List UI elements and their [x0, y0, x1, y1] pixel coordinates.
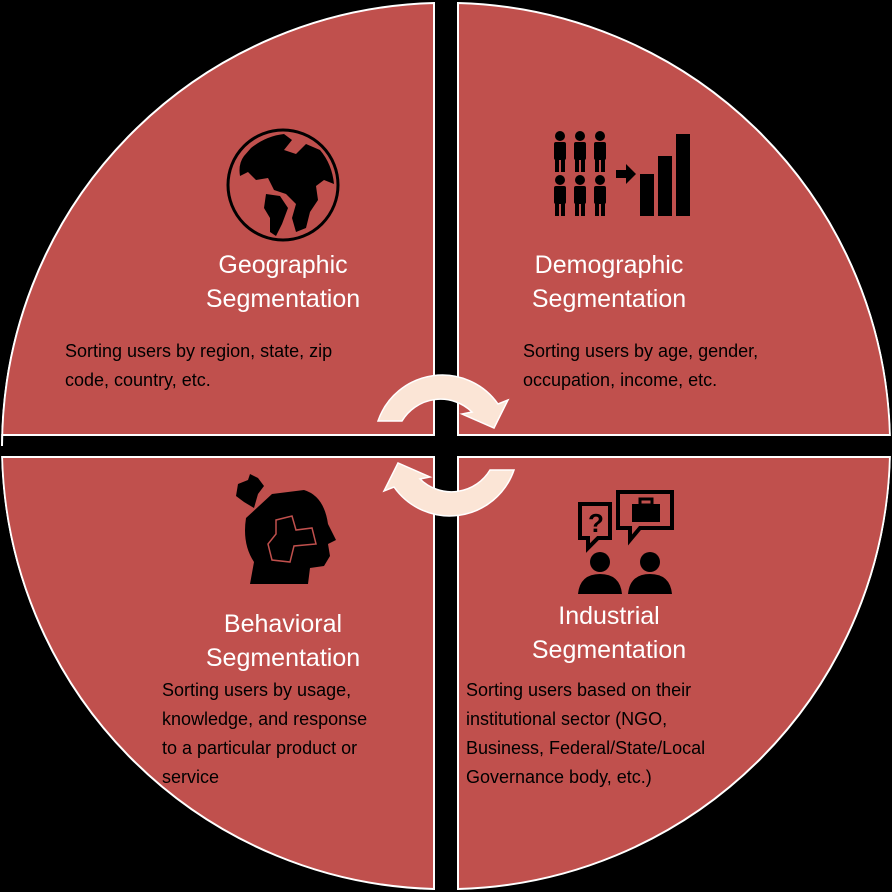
cycle-arrows-icon	[376, 374, 516, 517]
people-bar-chart-icon	[554, 131, 690, 216]
behavioral-title: Behavioral Segmentation	[205, 610, 361, 672]
quadrant-behavioral	[1, 456, 435, 891]
quadrant-industrial	[457, 456, 891, 891]
head-puzzle-icon	[236, 474, 336, 584]
industrial-description: Sorting users based on their institution…	[466, 680, 706, 787]
geographic-description: Sorting users by region, state, zip code…	[65, 341, 333, 390]
quadrant-geographic	[1, 1, 435, 447]
people-speech-bubbles-icon: ?	[578, 490, 674, 594]
globe-icon	[226, 128, 340, 242]
geographic-title: Geographic Segmentation	[205, 251, 361, 313]
industrial-title: Industrial Segmentation	[531, 602, 687, 664]
demographic-title: Demographic Segmentation	[531, 251, 687, 313]
demographic-description: Sorting users by age, gender, occupation…	[523, 341, 759, 390]
behavioral-description: Sorting users by usage, knowledge, and r…	[162, 680, 368, 787]
quadrant-demographic	[457, 1, 891, 436]
svg-text:?: ?	[588, 508, 604, 538]
